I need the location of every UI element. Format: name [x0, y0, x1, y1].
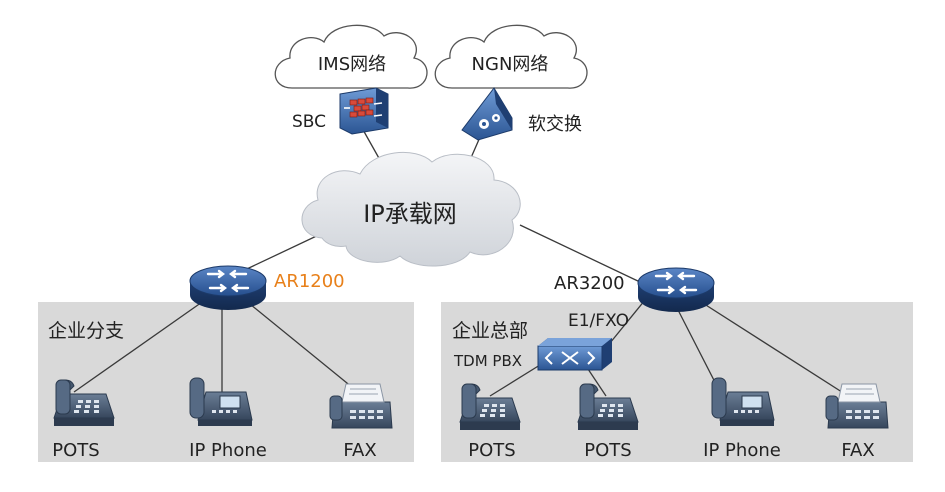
branch-ip-phone-label: IP Phone — [189, 440, 267, 461]
ims-network-cloud: IMS网络 — [274, 24, 428, 89]
ip-bearer-network-cloud: IP承载网 — [301, 151, 521, 267]
hq-ip-phone-label: IP Phone — [703, 440, 781, 461]
softswitch-device — [461, 87, 513, 141]
hq-site-label: 企业总部 — [452, 320, 528, 342]
ip-bearer-network-label: IP承载网 — [363, 200, 457, 228]
branch-fax-label: FAX — [343, 440, 376, 461]
ngn-network-cloud: NGN网络 — [434, 24, 588, 89]
ar1200-label: AR1200 — [274, 271, 345, 292]
branch-site-label: 企业分支 — [48, 320, 124, 342]
hq-pots-2-label: POTS — [584, 440, 631, 461]
branch-pots-label: POTS — [52, 440, 99, 461]
exchange-icon — [544, 351, 596, 365]
e1-fxo-label: E1/FXO — [568, 311, 629, 331]
hq-fax-label: FAX — [841, 440, 874, 461]
network-links — [73, 127, 846, 397]
ar1200-router — [188, 264, 268, 312]
hq-pots-1-label: POTS — [468, 440, 515, 461]
tdm-pbx-device — [537, 338, 612, 371]
ims-network-label: IMS网络 — [318, 54, 386, 75]
tdm-pbx-label: TDM PBX — [453, 352, 522, 370]
ngn-network-label: NGN网络 — [472, 54, 549, 75]
sbc-label: SBC — [292, 112, 326, 132]
sbc-device — [339, 87, 389, 135]
ar3200-label: AR3200 — [554, 273, 625, 294]
softswitch-label: 软交换 — [528, 114, 582, 135]
hq-site-panel — [441, 302, 913, 462]
firewall-icon — [349, 97, 374, 118]
ar3200-router — [636, 266, 716, 314]
branch-site-panel — [38, 302, 414, 462]
